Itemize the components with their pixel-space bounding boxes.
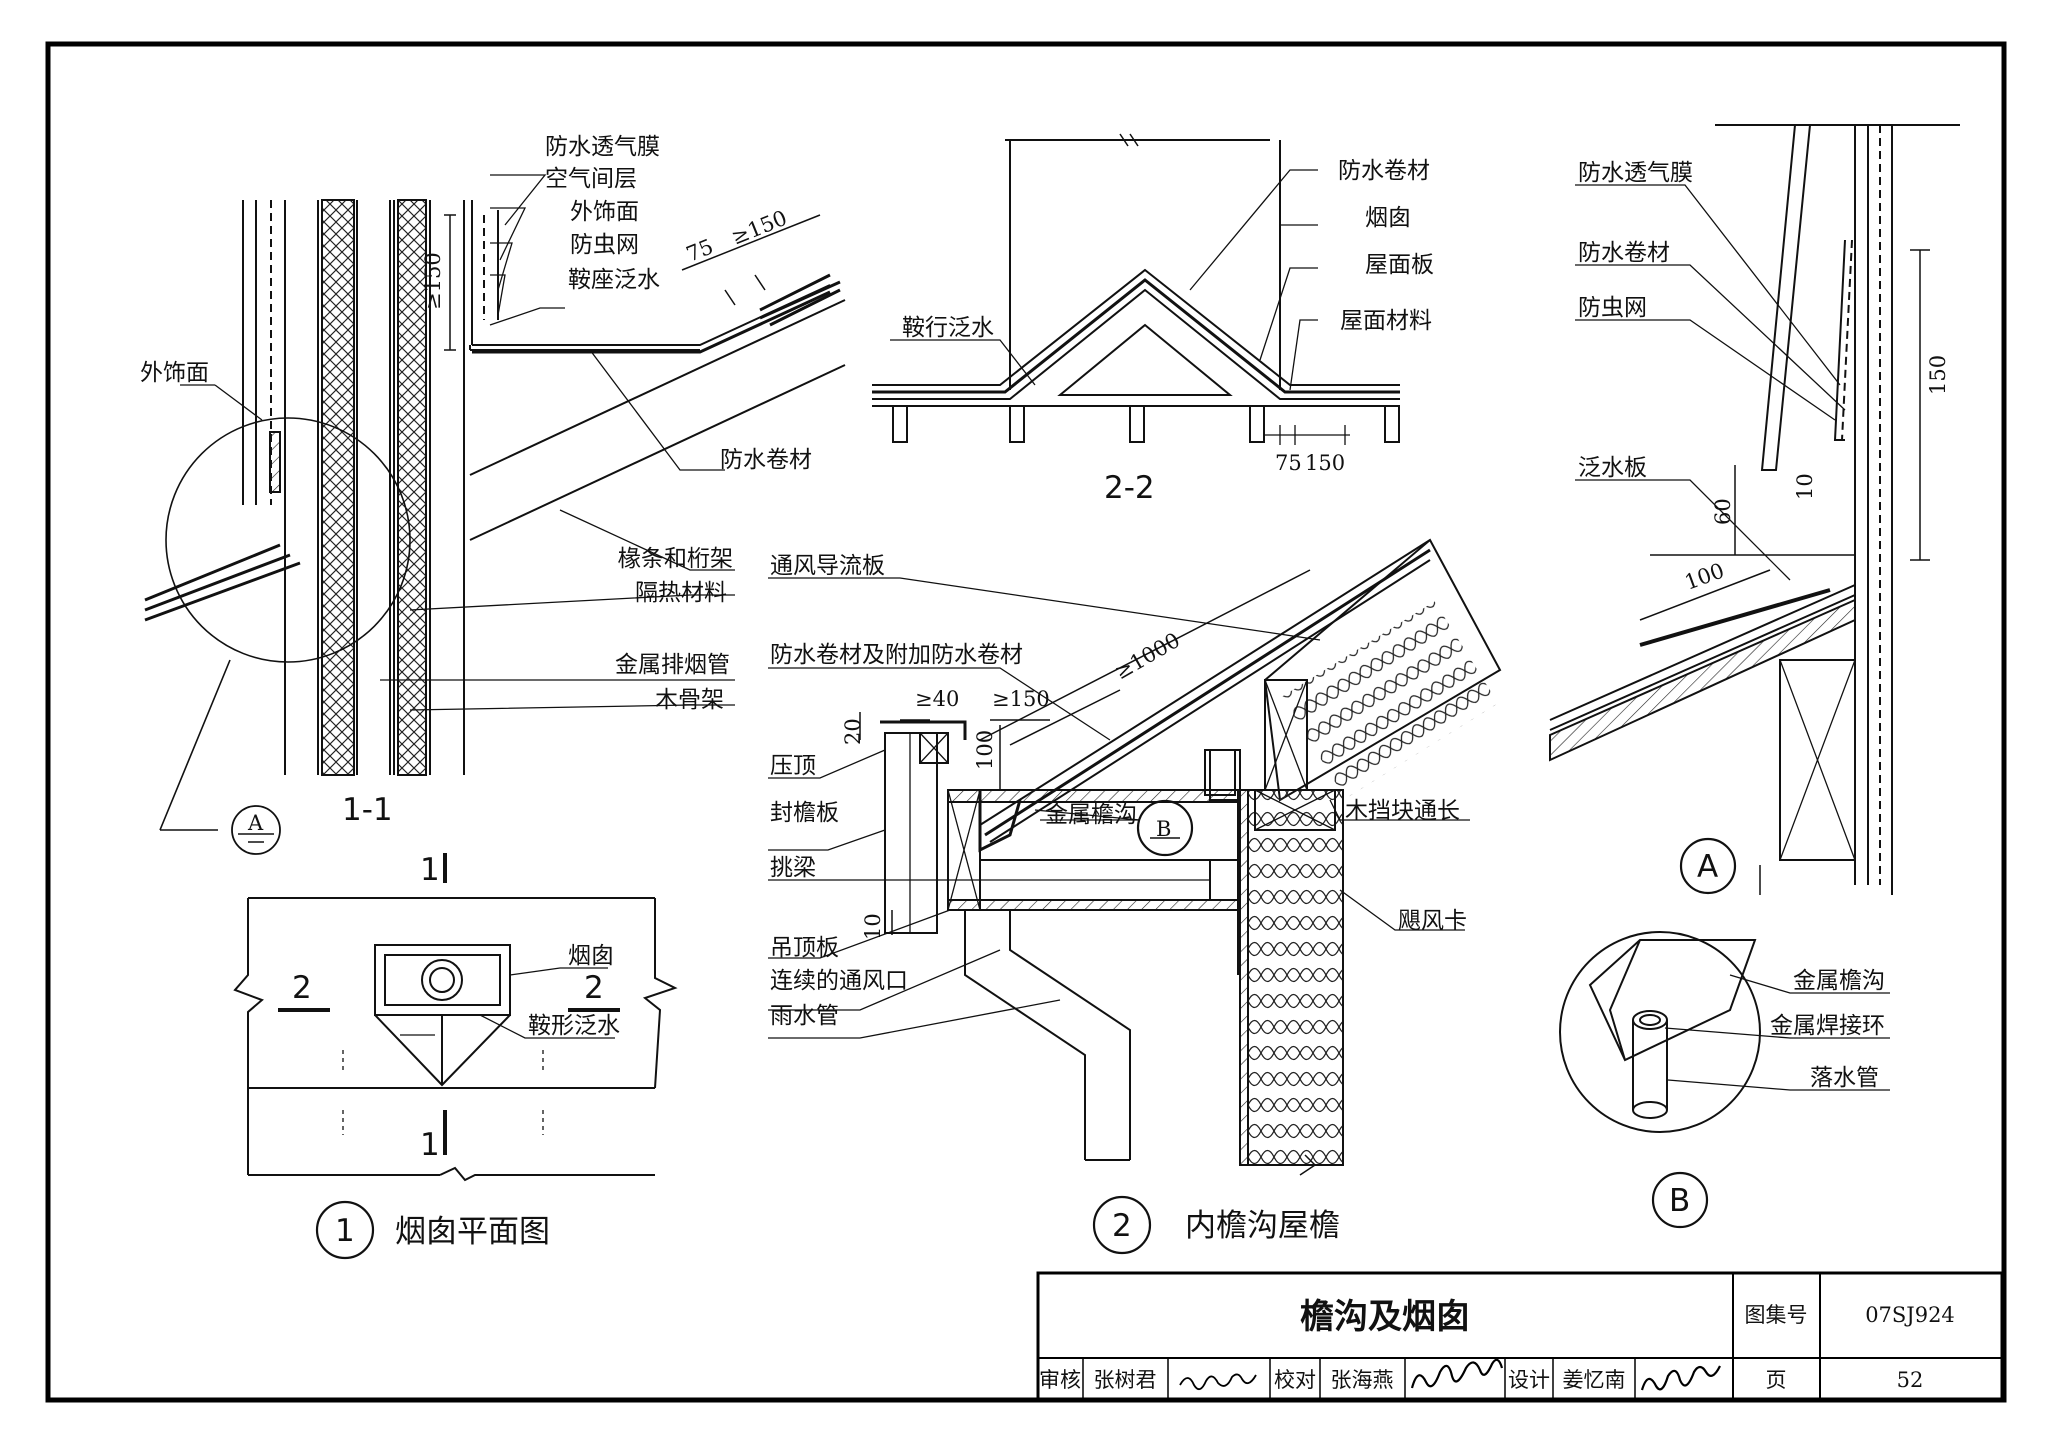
label-insect-screen-a: 防虫网: [1578, 295, 1647, 321]
design-label: 设计: [1508, 1368, 1550, 1392]
section-mark-1-top: 1: [420, 852, 440, 888]
check-label: 校对: [1274, 1368, 1316, 1392]
page-label: 页: [1766, 1368, 1787, 1392]
section-label-1-1: 1-1: [342, 792, 393, 828]
label-metal-gutter-b: 金属檐沟: [1793, 968, 1885, 994]
label-breathable-membrane: 防水透气膜: [545, 134, 660, 160]
dim-10-eave: 10: [861, 913, 885, 940]
label-wood-blocking: 木挡块通长: [1345, 798, 1460, 824]
dim-150-vertical: ≥150: [421, 252, 445, 310]
signature-reviewer: [1179, 1373, 1257, 1391]
section-mark-1-bottom: 1: [420, 1127, 440, 1163]
dim-150-2: 150: [1305, 451, 1345, 475]
dim-150-a: 150: [1926, 355, 1950, 395]
sheet-title: 檐沟及烟囱: [1300, 1297, 1470, 1337]
detail-b: [1559, 931, 1890, 1229]
label-waterproof-membrane-a: 防水卷材: [1578, 240, 1670, 266]
designer-name: 姜忆南: [1563, 1368, 1626, 1392]
label-roof-deck: 屋面板: [1365, 252, 1434, 278]
label-purlins-trusses: 椽条和桁架: [618, 546, 733, 572]
section-label-2-2: 2-2: [1104, 470, 1155, 506]
dim-40: ≥40: [915, 687, 959, 711]
signature-checker: [1410, 1358, 1504, 1389]
label-air-gap: 空气间层: [545, 166, 637, 192]
label-welded-ring: 金属焊接环: [1770, 1013, 1885, 1039]
sheet-border: [45, 41, 2007, 1403]
label-continuous-vent: 连续的通风口: [770, 968, 908, 994]
detail-number-2: 2: [1112, 1208, 1132, 1244]
label-breathable-membrane-a: 防水透气膜: [1578, 160, 1693, 186]
plan-chimney-text: 烟囱 鞍形泛水 1 1 2 2 1 烟囱平面图: [292, 852, 620, 1250]
label-roofing-material: 屋面材料: [1340, 308, 1432, 334]
label-chimney-plan: 烟囱: [568, 943, 614, 969]
detail-id-a: A: [1697, 849, 1718, 885]
dim-60-a: 60: [1711, 498, 1735, 525]
section-mark-2-right: 2: [584, 970, 604, 1006]
label-wood-frame: 木骨架: [655, 687, 724, 713]
dim-10-a: 10: [1793, 473, 1817, 500]
detail-a: [1549, 124, 1960, 895]
label-vent-baffle: 通风导流板: [770, 553, 885, 579]
label-downpipe: 落水管: [1810, 1065, 1879, 1091]
label-saddle-flashing-plan: 鞍形泛水: [528, 1013, 620, 1039]
plan-title: 烟囱平面图: [395, 1214, 550, 1250]
label-exterior-finish-left: 外饰面: [140, 360, 209, 386]
detail-id-b: B: [1669, 1183, 1690, 1219]
label-exterior-finish: 外饰面: [570, 199, 639, 225]
detail-1-1: [144, 174, 846, 855]
eave-title: 内檐沟屋檐: [1185, 1208, 1340, 1244]
detail-a-text: 防水透气膜 防水卷材 防虫网 泛水板 150 60 10 100 A: [1578, 160, 1950, 885]
dim-100-eave: 100: [973, 730, 997, 770]
label-rain-pipe: 雨水管: [770, 1003, 839, 1029]
label-waterproof-additional: 防水卷材及附加防水卷材: [770, 642, 1023, 668]
signature-designer: [1640, 1365, 1721, 1391]
detail-2-2: [872, 133, 1400, 445]
reviewer-name: 张树君: [1094, 1368, 1157, 1392]
label-metal-flue: 金属排烟管: [615, 652, 730, 678]
dim-75: 75: [683, 234, 717, 266]
label-cantilever-beam: 挑梁: [770, 855, 816, 881]
label-flashing-plate: 泛水板: [1578, 455, 1647, 481]
detail-b-text: 金属檐沟 金属焊接环 落水管 B: [1669, 968, 1885, 1219]
callout-b-mark: B: [1156, 817, 1171, 841]
label-soffit: 吊顶板: [770, 935, 839, 961]
label-coping: 压顶: [770, 753, 816, 779]
atlas-label: 图集号: [1745, 1303, 1808, 1327]
review-label: 审核: [1039, 1368, 1081, 1392]
label-insect-screen: 防虫网: [570, 232, 639, 258]
label-insulation: 隔热材料: [635, 580, 727, 606]
label-saddle-flashing-2: 鞍行泛水: [902, 315, 994, 341]
dim-20: 20: [841, 718, 865, 745]
plan-chimney: [233, 853, 678, 1260]
label-metal-gutter: 金属檐沟: [1045, 802, 1137, 828]
label-chimney: 烟囱: [1365, 205, 1411, 231]
label-fascia: 封檐板: [770, 800, 839, 826]
eave-detail-text: 通风导流板 防水卷材及附加防水卷材 压顶 封檐板 挑梁 吊顶板 连续的通风口 雨…: [770, 553, 1467, 1244]
title-block: [1036, 1271, 2004, 1401]
section-mark-2-left: 2: [292, 970, 312, 1006]
checker-name: 张海燕: [1331, 1368, 1394, 1392]
callout-a-mark: A: [247, 811, 264, 835]
detail-2-2-text: 防水卷材 烟囱 屋面板 屋面材料 鞍行泛水 75 150 2-2: [902, 158, 1434, 506]
dim-150-eave: ≥150: [992, 687, 1050, 711]
title-block-text: 檐沟及烟囱 图集号 07SJ924 审核 张树君 校对 张海燕 设计 姜忆南 页…: [1039, 1297, 1955, 1392]
label-hurricane-clip: 飓风卡: [1398, 908, 1467, 934]
label-waterproof-membrane-2: 防水卷材: [1338, 158, 1430, 184]
detail-1-1-text: 防水透气膜 空气间层 外饰面 防虫网 鞍座泛水 外饰面 防水卷材 椽条和桁架 隔…: [140, 134, 812, 835]
dim-75-2: 75: [1275, 451, 1302, 475]
atlas-number: 07SJ924: [1865, 1303, 1955, 1327]
label-waterproof-membrane: 防水卷材: [720, 447, 812, 473]
label-saddle-flashing: 鞍座泛水: [568, 267, 660, 293]
page-number: 52: [1897, 1368, 1924, 1392]
dim-150-sloped: ≥150: [728, 206, 790, 250]
eave-detail: [768, 538, 1502, 1255]
dim-1000: ≥1000: [1111, 628, 1185, 684]
detail-number-1: 1: [335, 1213, 355, 1249]
